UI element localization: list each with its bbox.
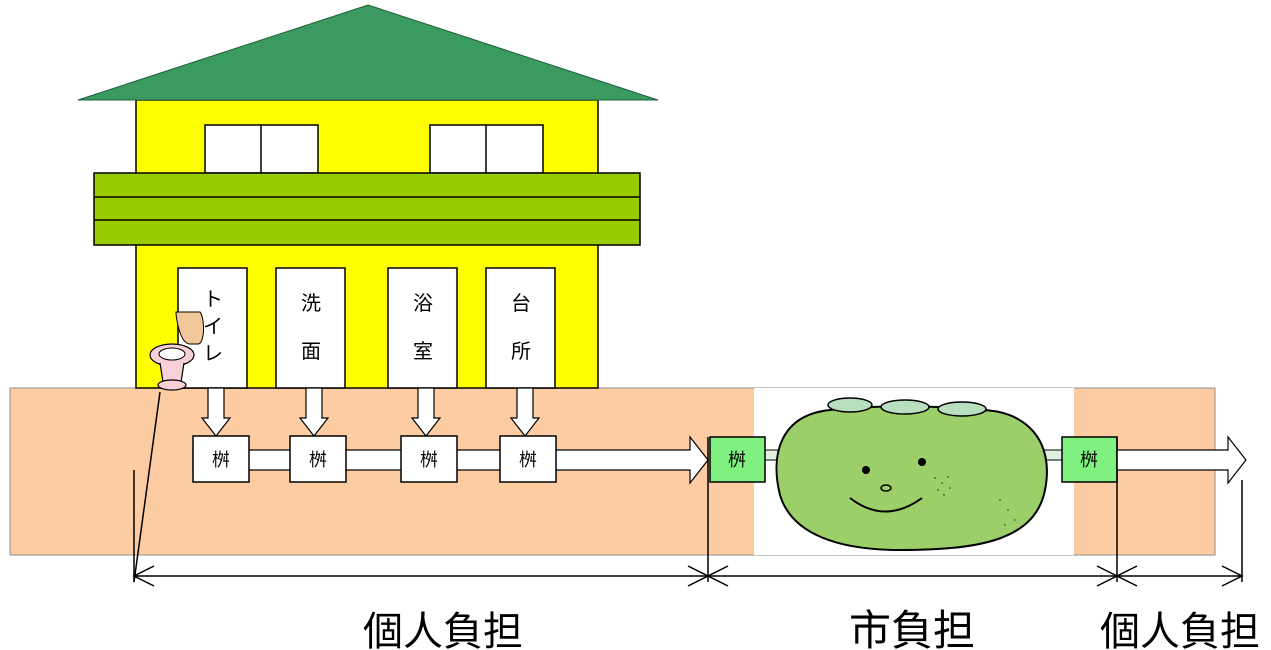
- tank-nose: [880, 484, 892, 492]
- down-arrows: [200, 387, 541, 437]
- tank-mouth: [849, 497, 923, 513]
- room-bathroom-char: 浴: [413, 291, 433, 315]
- masu-box: 桝: [499, 435, 557, 483]
- tank-cheek-dots: [934, 476, 1016, 526]
- masu-label: 桝: [309, 450, 327, 471]
- roof: [77, 4, 659, 101]
- upper-window-left: [204, 124, 319, 174]
- down-arrow: [298, 387, 330, 437]
- room-toilet-char: レ: [203, 341, 223, 365]
- septic-tank: [775, 397, 1048, 552]
- private-cost-label-right: 個人負担: [1100, 609, 1260, 650]
- masu-box: 桝: [289, 435, 347, 483]
- tank-eye-right: [918, 458, 926, 466]
- room-kitchen-char: 所: [511, 339, 531, 363]
- masu-label: 桝: [420, 450, 438, 471]
- room-washroom-char: 面: [301, 339, 321, 363]
- down-arrow: [200, 387, 232, 437]
- tank-masu-outlet: 桝: [1061, 436, 1118, 483]
- city-cost-label: 市負担: [849, 606, 975, 650]
- room-kitchen: 台所: [485, 267, 556, 389]
- down-arrow: [410, 387, 442, 437]
- masu-label: 桝: [212, 450, 230, 471]
- dimension-lines: [132, 391, 1244, 587]
- room-washroom: 洗面: [275, 267, 346, 389]
- room-bathroom-char: 室: [413, 339, 433, 363]
- tank-manhole-2: [880, 399, 930, 415]
- house-masu-group: 桝桝桝桝: [192, 435, 557, 483]
- toilet-icon: [149, 311, 204, 391]
- tank-eye-left: [862, 466, 870, 474]
- outlet-pipe-arrow: [1116, 435, 1247, 485]
- tank-masu-inlet: 桝: [709, 436, 766, 483]
- tank-masu-outlet-label: 桝: [1080, 450, 1098, 471]
- tank-manhole-1: [827, 397, 873, 413]
- room-toilet-char: イ: [203, 314, 223, 338]
- balcony: [93, 172, 641, 246]
- private-cost-label-left: 個人負担: [363, 609, 523, 650]
- masu-box: 桝: [400, 435, 458, 483]
- tank-manhole-3: [937, 401, 987, 417]
- room-washroom-char: 洗: [301, 291, 321, 315]
- room-bathroom: 浴室: [387, 267, 458, 389]
- room-toilet-char: ト: [203, 287, 223, 311]
- masu-box: 桝: [192, 435, 250, 483]
- down-arrow: [509, 387, 541, 437]
- tank-masu-inlet-label: 桝: [728, 450, 746, 471]
- upper-window-right: [429, 124, 544, 174]
- room-kitchen-char: 台: [511, 291, 531, 315]
- masu-label: 桝: [519, 450, 537, 471]
